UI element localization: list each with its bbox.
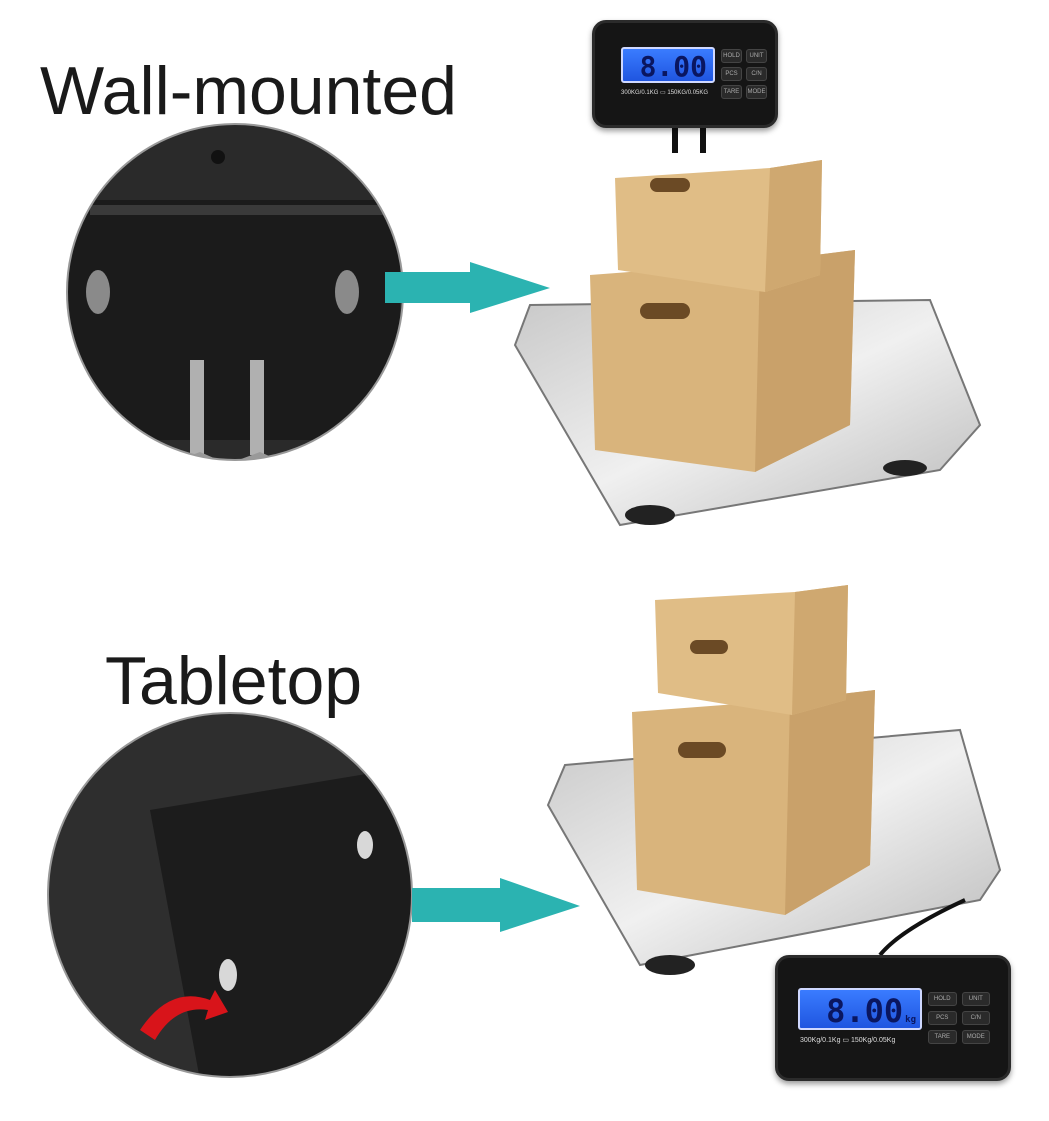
boxes-top <box>590 160 855 472</box>
mode-button: MODE <box>746 85 767 99</box>
capacity-label: 300KG/0.1KG ▭ 150KG/0.05KG <box>621 90 709 96</box>
hold-button: HOLD <box>721 49 742 63</box>
wall-mounted-label: Wall-mounted <box>40 53 457 129</box>
wall-mount-detail-photo <box>67 124 403 460</box>
capacity-label: 300Kg/0.1Kg ▭ 150Kg/0.05Kg <box>800 1037 896 1044</box>
unit-button: UNIT <box>961 992 990 1006</box>
scale-display-top: 8.00 300KG/0.1KG ▭ 150KG/0.05KG HOLD UNI… <box>592 20 778 128</box>
rotate-arrow-icon <box>140 990 228 1040</box>
cn-button: C/N <box>961 1011 990 1025</box>
mode-button: MODE <box>961 1030 990 1044</box>
tabletop-stand-detail-photo <box>48 713 412 1077</box>
cn-button: C/N <box>746 67 767 81</box>
unit-button: UNIT <box>746 49 767 63</box>
pcs-button: PCS <box>721 67 742 81</box>
tare-button: TARE <box>928 1030 957 1044</box>
tabletop-label: Tabletop <box>105 643 363 719</box>
lcd-reading: 8.00 <box>621 47 715 83</box>
hold-button: HOLD <box>928 992 957 1006</box>
boxes-bottom <box>632 585 875 915</box>
arrow-right-icon <box>385 262 550 313</box>
tare-button: TARE <box>721 85 742 99</box>
arrow-right-icon <box>412 878 580 932</box>
pcs-button: PCS <box>928 1011 957 1025</box>
